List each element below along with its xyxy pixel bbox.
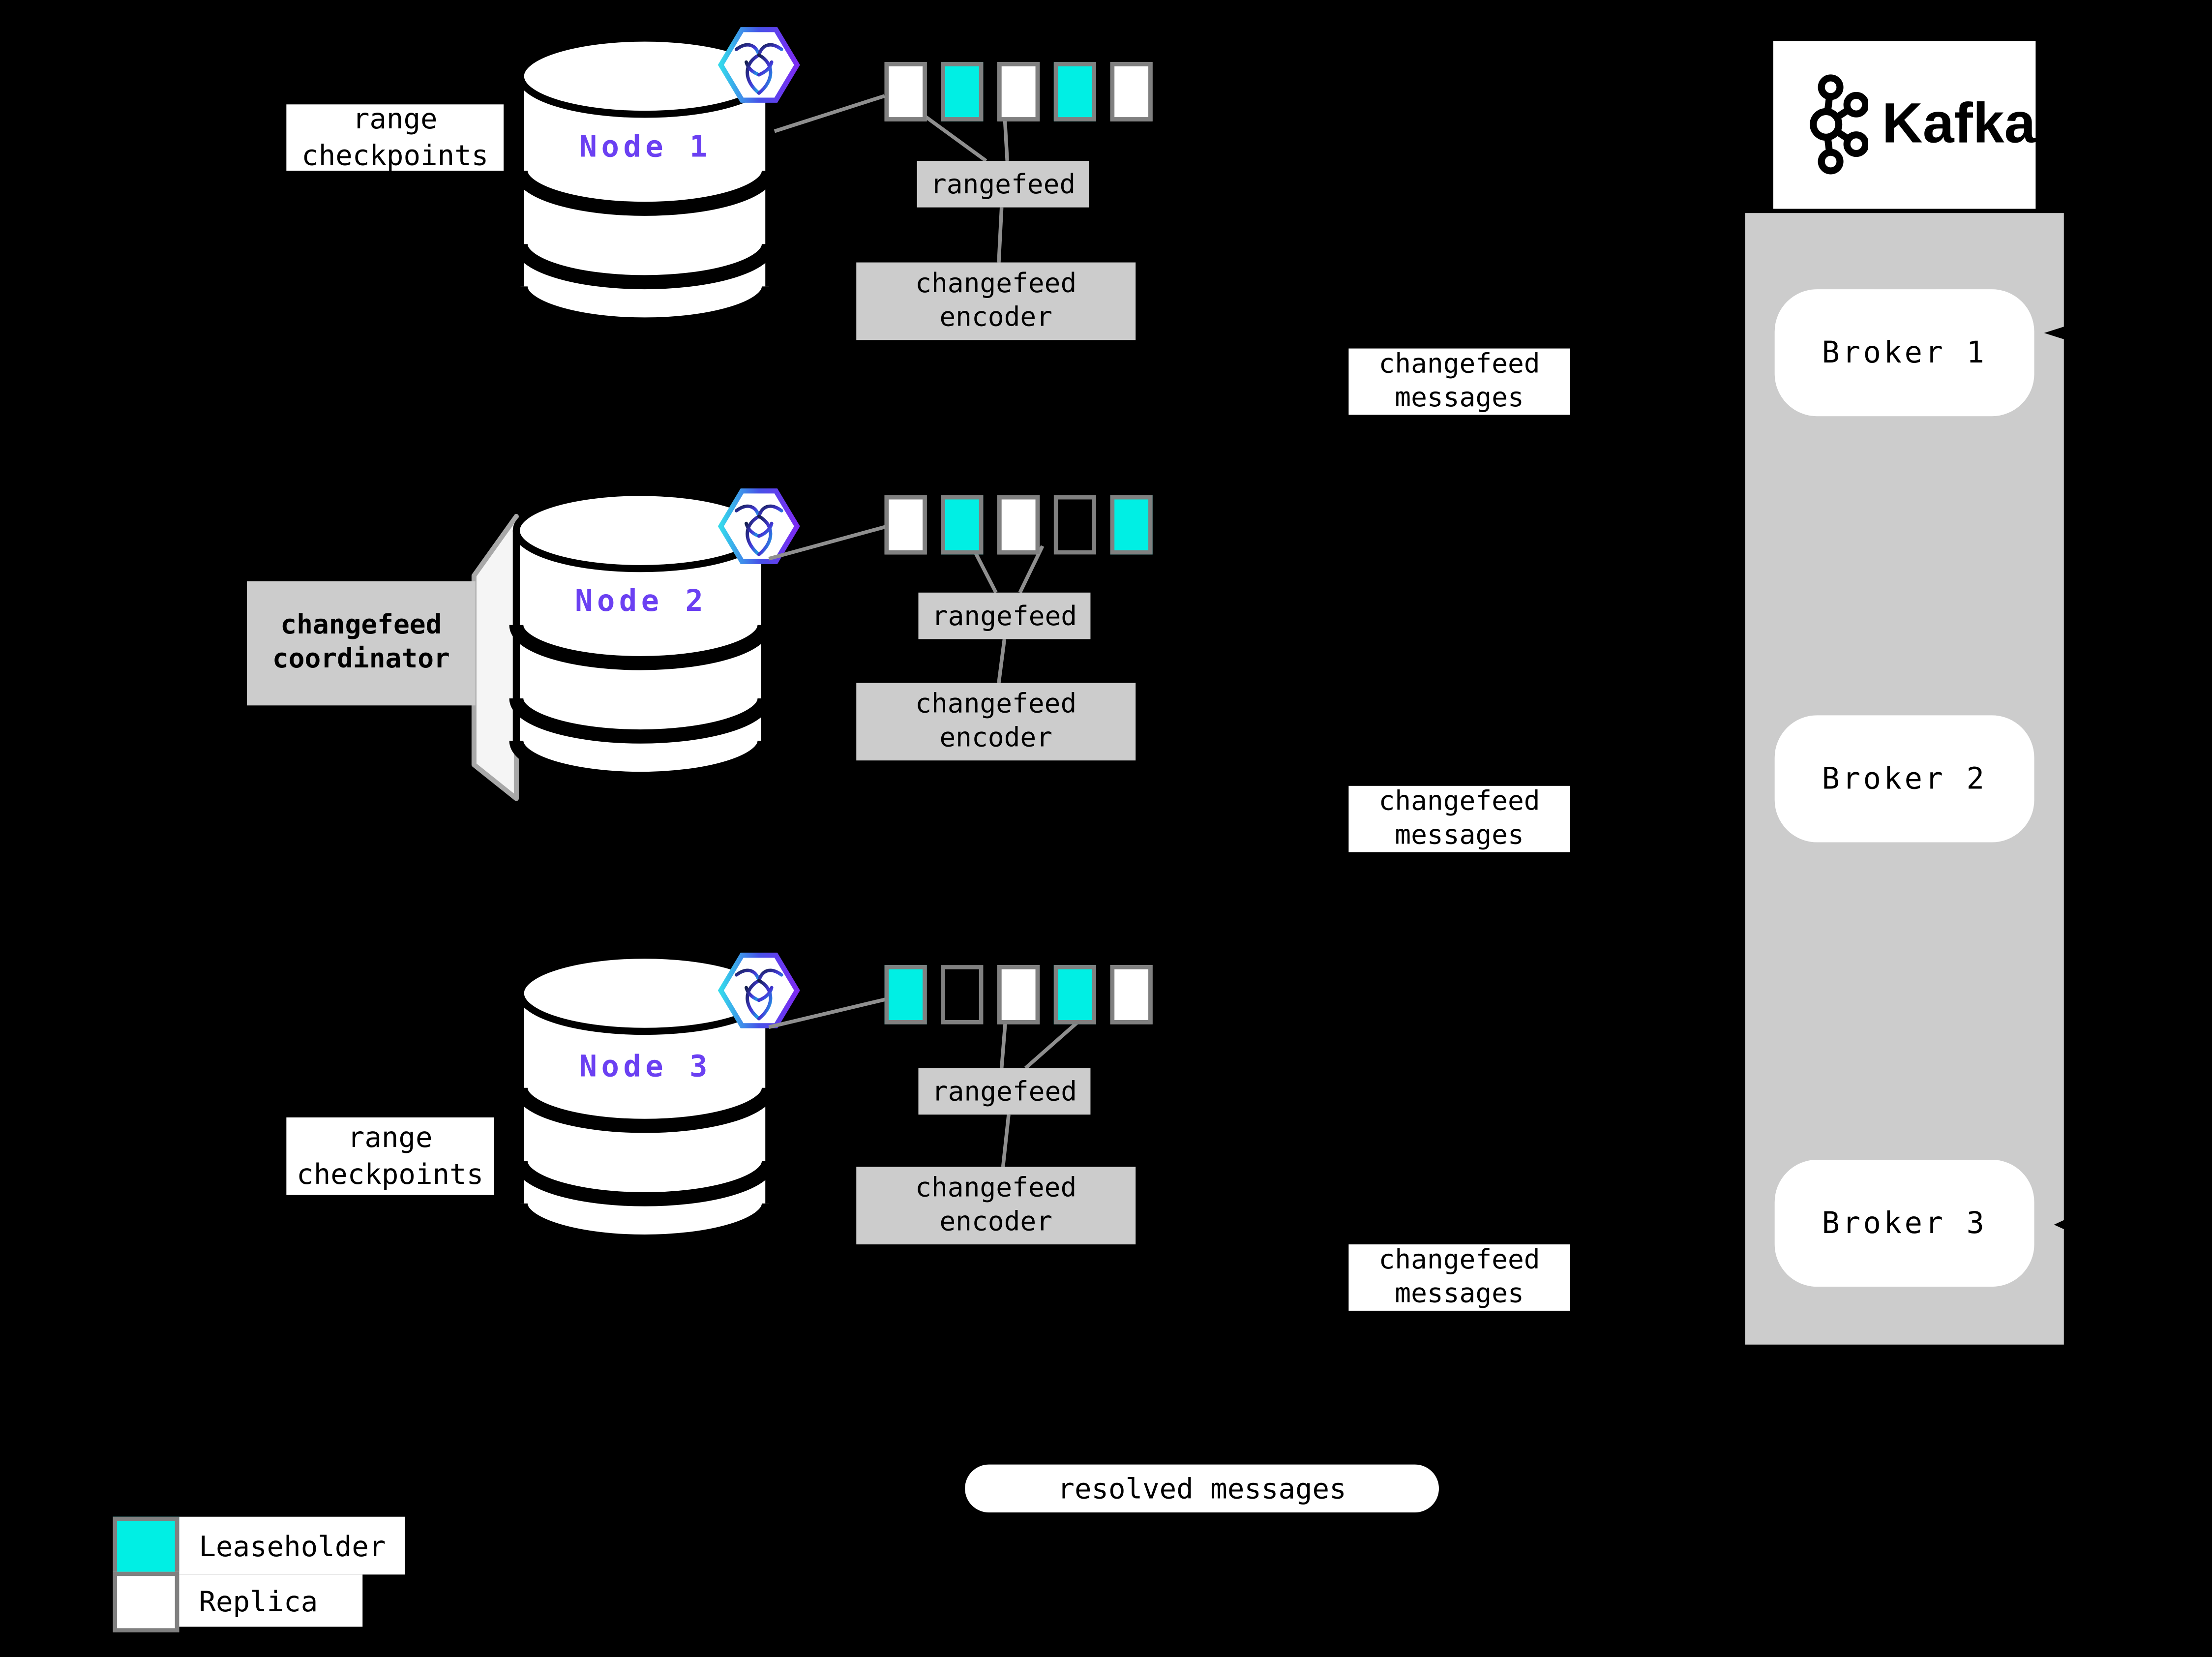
range-square-replica [997, 965, 1040, 1024]
coordinator-wedge [471, 513, 519, 801]
broker-1: Broker 1 [1774, 289, 2034, 417]
connector-line [997, 638, 1007, 683]
range-square-leaseholder [941, 495, 984, 555]
messages-line1: changefeed [1378, 1243, 1540, 1275]
connector-line [768, 997, 888, 1029]
range-square-leaseholder [884, 965, 927, 1024]
range-square-empty [1053, 495, 1096, 555]
node-3-ranges [884, 965, 1153, 1024]
rangefeed-box: rangefeed [918, 1068, 1091, 1115]
messages-line2: messages [1395, 819, 1524, 850]
range-checkpoints-line1: range [352, 104, 438, 136]
changefeed-encoder-box: changefeed encoder [856, 262, 1136, 340]
resolved-messages-pill: resolved messages [965, 1464, 1439, 1513]
changefeed-encoder-box: changefeed encoder [856, 1167, 1136, 1245]
connector-line [768, 524, 888, 561]
connector-line [999, 1016, 1008, 1068]
range-checkpoints-line2: checkpoints [297, 1156, 484, 1190]
connector-line [1001, 1114, 1011, 1167]
connector-line [774, 94, 885, 133]
kafka-logo-icon [1810, 73, 1868, 174]
messages-line1: changefeed [1378, 348, 1540, 379]
range-checkpoints-line1: range [347, 1120, 433, 1155]
encoder-line2: encoder [939, 301, 1053, 332]
range-checkpoints-label: range checkpoints [286, 1117, 494, 1195]
rangefeed-box: rangefeed [918, 592, 1091, 639]
changefeed-coordinator-box: changefeed coordinator [247, 581, 476, 706]
range-checkpoints-label: range checkpoints [286, 104, 504, 171]
broker-2: Broker 2 [1774, 715, 2034, 843]
connector-line [917, 110, 987, 163]
rangefeed-box: rangefeed [917, 161, 1089, 208]
encoder-line1: changefeed [915, 267, 1077, 299]
range-square-replica [884, 62, 927, 121]
messages-line1: changefeed [1378, 785, 1540, 816]
legend-leaseholder-swatch [113, 1516, 179, 1578]
arrowhead-left-icon [2054, 1216, 2072, 1234]
legend-replica-label: Replica [179, 1574, 363, 1627]
node-1-label: Node 1 [579, 129, 712, 164]
node-3-label: Node 3 [579, 1050, 712, 1084]
arrowhead-left-icon [2044, 323, 2075, 343]
range-square-replica [997, 495, 1040, 555]
messages-line2: messages [1395, 1277, 1524, 1309]
changefeed-messages-label: changefeed messages [1348, 348, 1570, 415]
kafka-logo-box: Kafka [1773, 41, 2036, 209]
range-square-leaseholder [1110, 495, 1153, 555]
node-2-label: Node 2 [575, 584, 708, 618]
encoder-line2: encoder [939, 1205, 1053, 1237]
coordinator-line1: changefeed [280, 609, 442, 641]
connector-line [997, 207, 1004, 263]
range-square-leaseholder [1053, 62, 1096, 121]
node-1-ranges [884, 62, 1153, 121]
changefeed-messages-label: changefeed messages [1348, 1244, 1570, 1311]
range-square-empty [941, 965, 984, 1024]
range-square-replica [1110, 965, 1153, 1024]
coordinator-line2: coordinator [272, 643, 450, 675]
connector-line [1024, 1014, 1086, 1070]
legend-leaseholder-label: Leaseholder [179, 1516, 405, 1575]
encoder-line1: changefeed [915, 1172, 1077, 1203]
changefeed-messages-label: changefeed messages [1348, 785, 1570, 852]
node-2-ranges [884, 495, 1153, 555]
range-square-leaseholder [941, 62, 984, 121]
encoder-line1: changefeed [915, 688, 1077, 719]
messages-line2: messages [1395, 381, 1524, 413]
range-checkpoints-line2: checkpoints [301, 137, 489, 171]
kafka-brand-label: Kafka [1882, 93, 2036, 155]
connector-lines [768, 94, 1086, 1167]
range-square-replica [997, 62, 1040, 121]
encoder-line2: encoder [939, 722, 1053, 753]
range-square-replica [1110, 62, 1153, 121]
changefeed-encoder-box: changefeed encoder [856, 683, 1136, 761]
range-square-replica [884, 495, 927, 555]
broker-3: Broker 3 [1774, 1159, 2034, 1287]
legend-replica-swatch [113, 1571, 179, 1632]
range-square-leaseholder [1053, 965, 1096, 1024]
